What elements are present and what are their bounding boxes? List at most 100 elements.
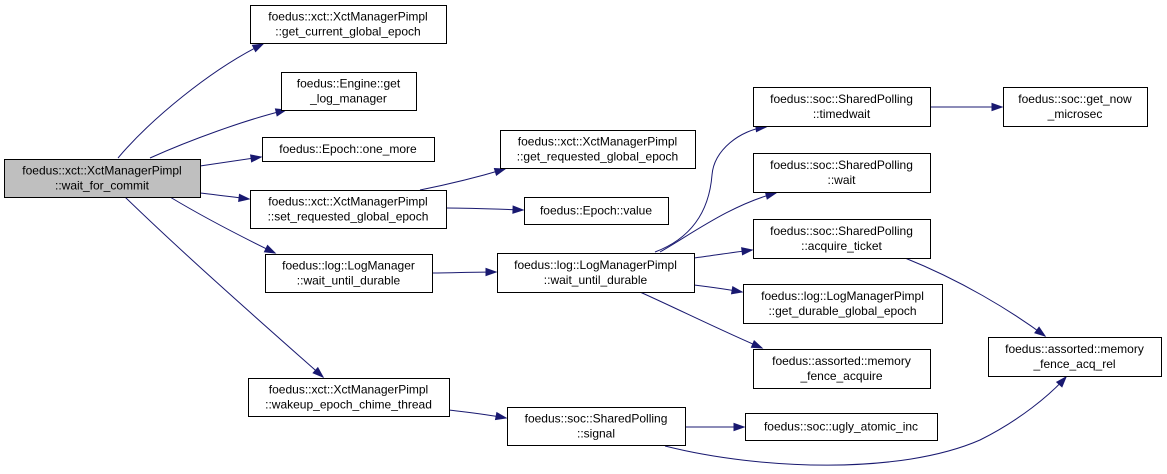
edge-line [124, 196, 324, 378]
node-ugly-atomic-inc[interactable]: foedus::soc::ugly_atomic_inc [745, 413, 938, 441]
node-box [248, 378, 450, 417]
node-label: foedus::xct::XctManagerPimpl [268, 10, 427, 24]
edge-wait-for-commit-to-wakeup-epoch-chime-thread [124, 196, 325, 379]
edge-wait-for-commit-to-logmanager-wait-until-durable [169, 196, 277, 254]
node-label: ::wakeup_epoch_chime_thread [265, 398, 432, 412]
node-logmanager-wait-until-durable[interactable]: foedus::log::LogManager::wait_until_dura… [265, 254, 433, 293]
node-wait-for-commit[interactable]: foedus::xct::XctManagerPimpl::wait_for_c… [4, 159, 201, 198]
node-label: foedus::xct::XctManagerPimpl [268, 195, 427, 209]
edge-pimpl-wait-until-durable-to-acquire-ticket [693, 247, 754, 259]
arrowhead [764, 191, 778, 200]
edge-timedwait-to-get-now-microsec [930, 102, 1004, 112]
node-label: ::get_requested_global_epoch [517, 150, 678, 164]
node-get-requested-global-epoch[interactable]: foedus::xct::XctManagerPimpl::get_reques… [500, 130, 696, 169]
node-memory-fence-acquire[interactable]: foedus::assorted::memory_fence_acquire [753, 349, 931, 389]
node-wakeup-epoch-chime-thread[interactable]: foedus::xct::XctManagerPimpl::wakeup_epo… [248, 378, 450, 417]
node-get-log-manager[interactable]: foedus::Engine::get_log_manager [281, 72, 417, 111]
edge-acquire-ticket-to-memory-fence-acq-rel [904, 257, 1047, 337]
edge-pimpl-wait-until-durable-to-get-durable-global-epoch [693, 284, 744, 295]
arrowhead [263, 244, 277, 254]
edge-line [659, 192, 777, 253]
nodes-layer: foedus::xct::XctManagerPimpl::wait_for_c… [4, 5, 1162, 446]
node-box [4, 159, 201, 198]
edge-signal-to-ugly-atomic-inc [685, 422, 746, 432]
edge-line [149, 109, 287, 159]
edge-logmanager-wait-until-durable-to-pimpl-wait-until-durable [431, 267, 498, 277]
node-get-current-global-epoch[interactable]: foedus::xct::XctManagerPimpl::get_curren… [250, 5, 447, 44]
node-box [753, 153, 931, 193]
node-get-now-microsec[interactable]: foedus::soc::get_now_microsec [1003, 87, 1148, 127]
edge-line [904, 257, 1046, 337]
arrowhead [251, 43, 265, 53]
arrowhead [741, 247, 754, 256]
node-label: ::acquire_ticket [801, 239, 882, 253]
node-box [262, 137, 435, 162]
node-label: ::signal [577, 427, 615, 441]
node-box [500, 130, 696, 169]
edge-set-requested-global-epoch-to-get-requested-global-epoch [419, 167, 507, 191]
edge-pimpl-wait-until-durable-to-memory-fence-acquire [639, 291, 764, 349]
node-timedwait[interactable]: foedus::soc::SharedPolling::timedwait [753, 87, 931, 127]
node-label: foedus::assorted::memory [1005, 342, 1144, 356]
node-label: ::get_durable_global_epoch [768, 304, 916, 318]
node-label: foedus::assorted::memory [772, 354, 911, 368]
node-box [524, 197, 669, 225]
node-label: foedus::log::LogManagerPimpl [514, 258, 677, 272]
node-one-more[interactable]: foedus::Epoch::one_more [262, 137, 435, 162]
edge-line [117, 43, 264, 159]
node-label: foedus::soc::ugly_atomic_inc [764, 420, 918, 434]
node-pimpl-wait-until-durable[interactable]: foedus::log::LogManagerPimpl::wait_until… [497, 253, 695, 293]
arrowhead [991, 102, 1004, 112]
node-box [753, 349, 931, 389]
node-label: foedus::soc::get_now [1018, 92, 1132, 106]
edge-line [445, 207, 524, 211]
node-label: ::get_current_global_epoch [275, 25, 420, 39]
arrowhead [485, 267, 498, 277]
node-label: ::set_requested_global_epoch [268, 210, 429, 224]
node-box [497, 253, 695, 293]
node-label: foedus::Epoch::one_more [279, 142, 417, 156]
node-label: foedus::xct::XctManagerPimpl [518, 135, 677, 149]
node-label: _log_manager [309, 92, 387, 106]
edge-line [654, 126, 767, 253]
node-label: ::wait_for_commit [55, 179, 150, 193]
node-box [250, 190, 447, 229]
node-set-requested-global-epoch[interactable]: foedus::xct::XctManagerPimpl::set_reques… [250, 190, 447, 229]
node-label: foedus::xct::XctManagerPimpl [22, 164, 181, 178]
edge-line [639, 291, 763, 349]
edge-line [664, 376, 1067, 466]
node-label: foedus::soc::SharedPolling [770, 158, 913, 172]
edge-line [419, 168, 506, 191]
edge-wait-for-commit-to-get-current-global-epoch [117, 43, 265, 159]
node-signal[interactable]: foedus::soc::SharedPolling::signal [507, 407, 686, 446]
node-label: ::wait [827, 173, 856, 187]
node-epoch-value[interactable]: foedus::Epoch::value [524, 197, 669, 225]
node-label: _fence_acq_rel [1032, 357, 1115, 371]
node-box [1003, 87, 1148, 127]
arrowhead [238, 193, 251, 202]
arrowhead [250, 154, 263, 163]
node-label: foedus::log::LogManagerPimpl [761, 289, 924, 303]
node-acquire-ticket[interactable]: foedus::soc::SharedPolling::acquire_tick… [753, 219, 931, 259]
node-polling-wait[interactable]: foedus::soc::SharedPolling::wait [753, 153, 931, 193]
node-box [281, 72, 417, 111]
arrowhead [1034, 326, 1047, 337]
node-label: ::wait_until_durable [544, 273, 648, 287]
arrowhead [750, 339, 764, 349]
node-get-durable-global-epoch[interactable]: foedus::log::LogManagerPimpl::get_durabl… [743, 284, 943, 324]
edge-wakeup-epoch-chime-thread-to-signal [448, 409, 508, 421]
node-label: foedus::Epoch::value [540, 204, 652, 218]
node-label: foedus::xct::XctManagerPimpl [269, 383, 428, 397]
node-label: ::wait_until_durable [297, 274, 401, 288]
node-label: foedus::soc::SharedPolling [525, 412, 668, 426]
edge-wait-for-commit-to-set-requested-global-epoch [199, 192, 251, 202]
node-label: ::timedwait [813, 107, 871, 121]
node-label: foedus::log::LogManager [282, 259, 415, 273]
node-memory-fence-acq-rel[interactable]: foedus::assorted::memory_fence_acq_rel [988, 337, 1162, 377]
node-label: _microsec [1047, 107, 1103, 121]
arrowhead [512, 205, 525, 214]
node-box [507, 407, 686, 446]
edge-line [169, 196, 276, 254]
node-box [753, 219, 931, 259]
